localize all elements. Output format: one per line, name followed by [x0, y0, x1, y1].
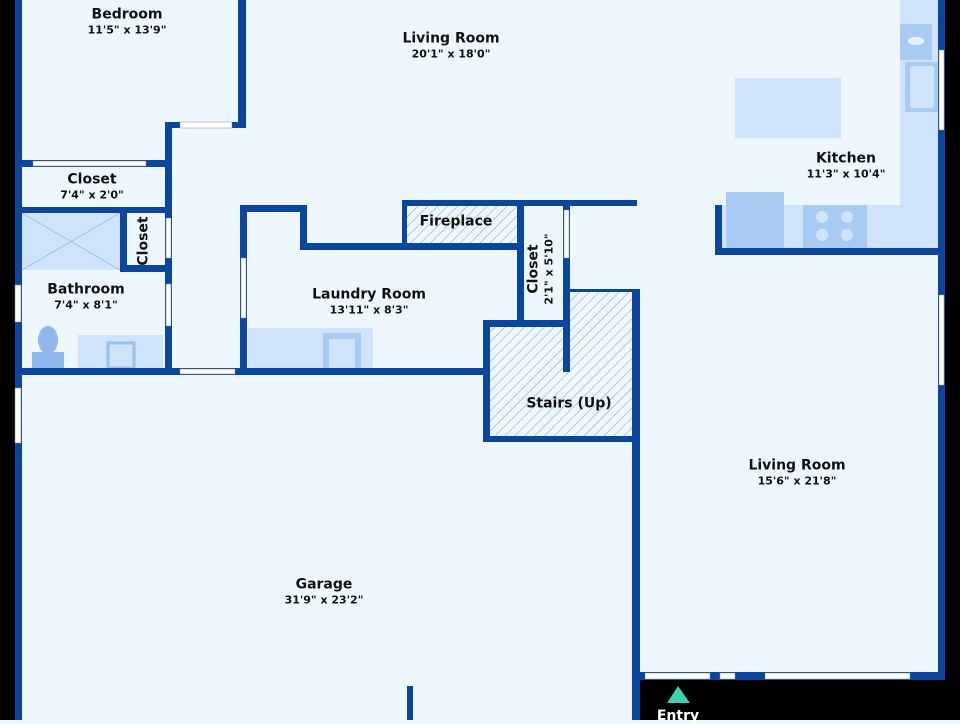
room-dims: 7'4" x 8'1" — [54, 298, 118, 312]
kitchen-island — [735, 78, 841, 138]
stairs-hatch — [490, 292, 632, 436]
entry-arrow-icon — [667, 686, 690, 703]
fixtures — [21, 0, 938, 370]
room-name: Closet — [525, 244, 542, 294]
room-name: Living Room — [402, 30, 500, 47]
room-name: Living Room — [748, 457, 846, 474]
room-name: Kitchen — [815, 150, 877, 167]
fireplace-hatch — [407, 206, 517, 244]
toilet-icon — [38, 326, 58, 354]
room-name: Laundry Room — [312, 286, 426, 303]
room-stairs: Stairs (Up) — [526, 396, 611, 413]
stove — [803, 205, 867, 248]
room-name: Stairs (Up) — [526, 395, 612, 412]
outside-bottom — [640, 680, 960, 720]
room-name: Closet — [67, 171, 117, 188]
room-dims: 11'3" x 10'4" — [806, 167, 886, 181]
room-dims: 20'1" x 18'0" — [411, 47, 491, 61]
entry-label: Entry — [656, 708, 700, 724]
room-dims: 31'9" x 23'2" — [284, 593, 364, 607]
room-dims: 13'11" x 8'3" — [329, 303, 409, 317]
room-dims: 2'1" x 5'10" — [542, 233, 556, 305]
outside-left — [0, 0, 15, 720]
room-name: Fireplace — [419, 213, 493, 230]
room-name: Bedroom — [91, 6, 163, 23]
outside-right — [945, 0, 960, 720]
room-name: Garage — [295, 576, 353, 593]
room-dims: 7'4" x 2'0" — [60, 188, 124, 202]
room-closet-bath: Closet — [136, 216, 153, 265]
room-name: Closet — [135, 216, 152, 266]
room-dims: 15'6" x 21'8" — [757, 474, 837, 488]
room-fireplace: Fireplace — [420, 214, 493, 231]
vanity — [78, 335, 163, 368]
windows-doors — [14, 49, 945, 680]
room-name: Bathroom — [47, 281, 125, 298]
fridge — [726, 192, 784, 248]
room-dims: 11'5" x 13'9" — [87, 23, 167, 37]
